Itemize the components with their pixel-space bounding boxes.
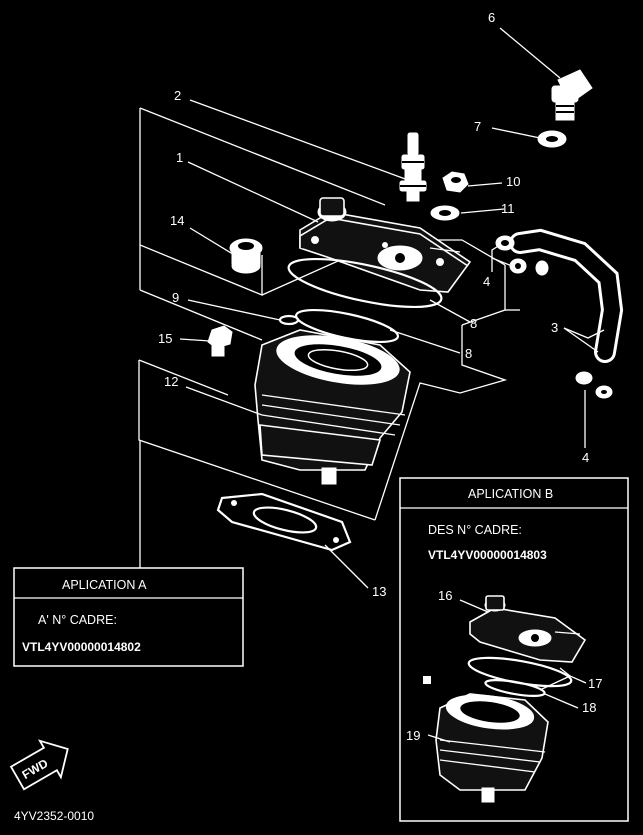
callout-9: 9 (172, 290, 179, 305)
leader-lines (179, 27, 605, 589)
callout-6: 7 (474, 119, 481, 134)
hose-clamp-part (495, 235, 527, 274)
head-gasket-part (287, 257, 443, 309)
washer-part (430, 205, 460, 221)
callout-17: 17 (588, 676, 602, 691)
callout-18: 18 (582, 700, 596, 715)
callout-1: 1 (176, 150, 183, 165)
aplication-b-frame-number: VTL4YV00000014803 (428, 548, 547, 562)
callout-16: 16 (438, 588, 452, 603)
callout-4b: 4 (582, 450, 589, 465)
callout-5: 6 (488, 10, 495, 25)
small-plug-part (423, 676, 431, 684)
aplication-b-title: APLICATION B (468, 487, 553, 501)
callout-3: 3 (551, 320, 558, 335)
reference-code: 4YV2352-0010 (14, 809, 94, 823)
callout-2: 2 (174, 88, 181, 103)
cylinder-variant-part (435, 693, 549, 803)
cap-part (229, 238, 263, 274)
callout-10: 10 (506, 174, 520, 189)
callout-7: 8 (470, 316, 477, 331)
spark-plug-part (399, 132, 427, 202)
cylinder-head-variant-part (469, 595, 587, 663)
callout-8: 8 (465, 346, 472, 361)
callout-4a: 4 (483, 274, 490, 289)
callout-12: 12 (164, 374, 178, 389)
aplication-a-frame-number: VTL4YV00000014802 (22, 640, 141, 654)
washer-part (537, 130, 567, 148)
aplication-b-condition: DES N° CADRE: (428, 523, 522, 537)
banjo-fitting-part (551, 69, 593, 121)
aplication-a-title: APLICATION A (62, 578, 147, 592)
callout-labels: 6 2 7 1 10 11 14 4 9 8 3 15 8 12 4 13 (158, 10, 589, 599)
callout-19: 19 (406, 728, 420, 743)
fwd-arrow-icon: FWD (9, 739, 69, 791)
base-gasket-part (216, 492, 352, 552)
nut-part (442, 171, 469, 193)
o-ring-variant-part (484, 679, 546, 697)
coolant-hose-part (509, 228, 624, 363)
cylinder-part (254, 329, 411, 485)
aplication-b-box: APLICATION B DES N° CADRE: VTL4YV0000001… (399, 477, 629, 822)
callout-13: 13 (372, 584, 386, 599)
aplication-a-condition: A' N° CADRE: (38, 613, 117, 627)
cylinder-head-part (299, 197, 472, 293)
callout-14: 14 (170, 213, 184, 228)
bolt-part (207, 325, 233, 357)
callout-15: 15 (158, 331, 172, 346)
callout-11: 11 (501, 201, 515, 216)
aplication-a-box: APLICATION A A' N° CADRE: VTL4YV00000014… (13, 567, 244, 667)
hose-clamp-part (575, 371, 613, 399)
